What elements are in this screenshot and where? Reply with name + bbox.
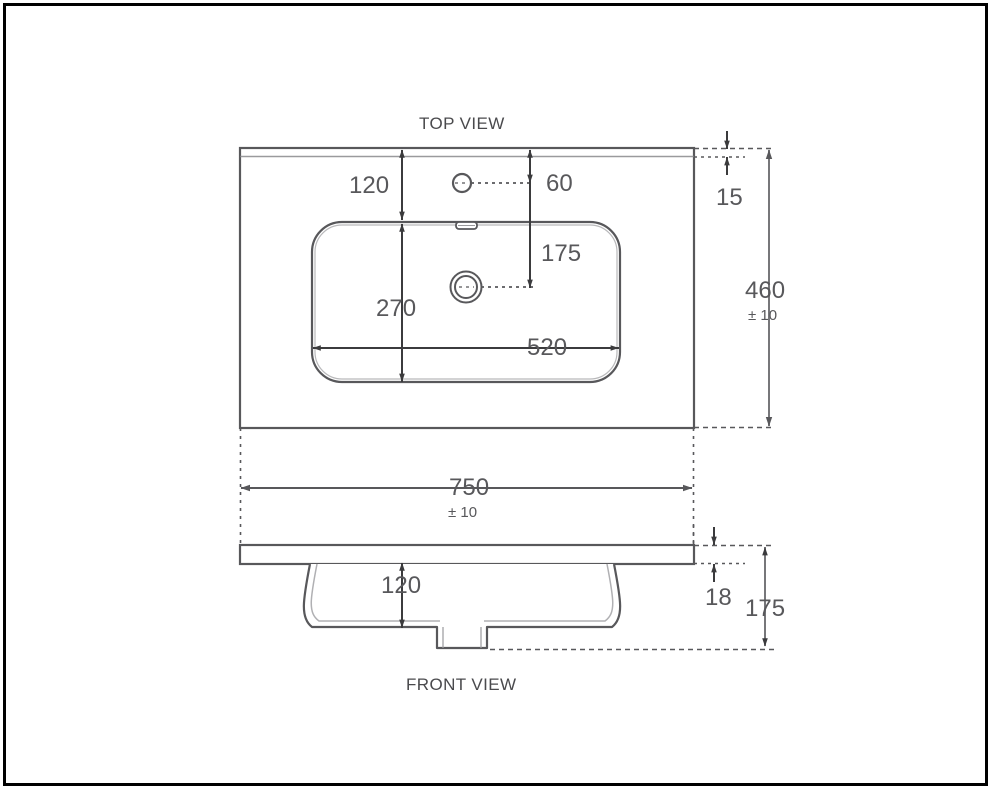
sheet-border (3, 3, 988, 786)
dim-label-750-width: 750 (449, 474, 490, 501)
top-view-group (238, 131, 775, 545)
front-view-bowl-inner-profile (310, 563, 614, 622)
dim-label-270-bowl-depth: 270 (376, 295, 417, 322)
dim-label-460-depth: 460 (745, 277, 786, 304)
dim-label-60-tap: 60 (546, 170, 573, 197)
dim-label-460-tolerance: ± 10 (748, 307, 778, 324)
front-view-bowl-profile (302, 563, 622, 650)
dim-label-15-rim: 15 (716, 184, 743, 211)
top-view-title: TOP VIEW (419, 114, 505, 133)
dim-label-175-height: 175 (745, 595, 786, 622)
dim-label-18-thickness: 18 (705, 584, 732, 611)
front-view-title: FRONT VIEW (406, 675, 517, 694)
dim-label-520-bowl-width: 520 (527, 334, 568, 361)
front-view-group (238, 525, 775, 651)
dim-label-175-waste: 175 (541, 240, 582, 267)
dim-label-120-depth: 120 (349, 172, 390, 199)
front-view-top-slab (238, 543, 696, 566)
dim-label-120-bowl-height: 120 (381, 572, 422, 599)
dim-label-750-tolerance: ± 10 (448, 504, 478, 521)
